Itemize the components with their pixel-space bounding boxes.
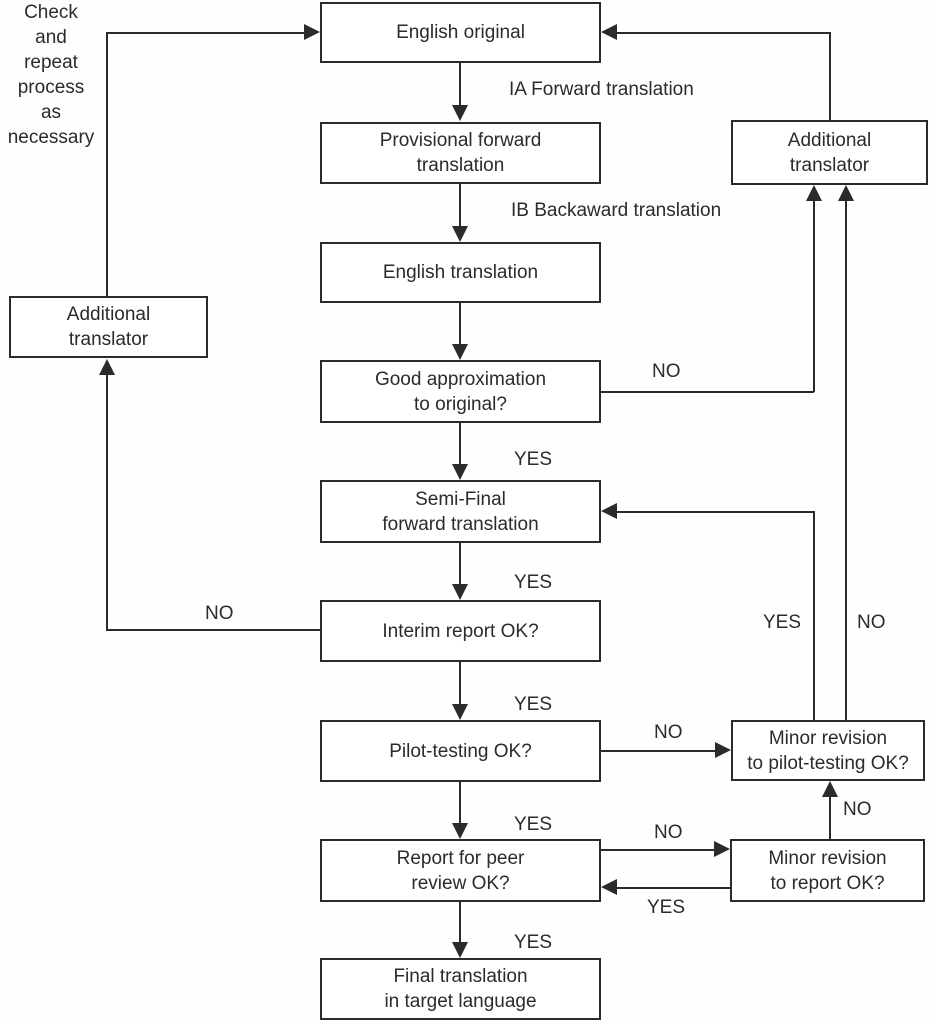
label-yes-pilot-testing: YES — [514, 814, 553, 835]
edge-minor-pilot-yes-vertical-line — [813, 511, 815, 720]
node-pilot-testing-label: Pilot-testing OK? — [389, 740, 532, 762]
node-final-translation: Final translation in target language — [320, 958, 601, 1020]
node-interim-report: Interim report OK? — [320, 600, 601, 662]
edge-minor-report-no-arrowhead — [822, 781, 838, 797]
node-english-original: English original — [320, 2, 601, 63]
edge-additional-right-to-english-original-arrowhead — [601, 24, 617, 40]
node-minor-revision-pilot-testing-label: Minor revision to pilot-testing OK? — [747, 727, 909, 774]
node-good-approximation: Good approximation to original? — [320, 360, 601, 423]
edge-report-peer-to-final-translation-line — [459, 902, 461, 943]
label-no-report-peer: NO — [654, 822, 683, 843]
edge-interim-no-horizontal-line — [106, 629, 320, 631]
label-no-interim-report: NO — [205, 603, 234, 624]
node-minor-revision-report-label: Minor revision to report OK? — [768, 847, 887, 894]
edge-interim-no-arrowhead — [99, 359, 115, 375]
label-yes-interim-report: YES — [514, 694, 553, 715]
label-check-repeat-note: Check and repeat process as necessary — [7, 2, 95, 148]
node-good-approximation-label: Good approximation to original? — [374, 368, 547, 415]
edge-report-peer-to-final-translation-arrowhead — [452, 942, 468, 958]
edge-good-approximation-to-semi-final-line — [459, 423, 461, 465]
edge-provisional-to-english-translation-arrowhead — [452, 226, 468, 242]
edge-additional-right-up-line — [829, 32, 831, 120]
edge-report-no-arrowhead — [714, 841, 730, 857]
edge-good-approximation-no-horizontal-line — [601, 391, 814, 393]
edge-pilot-testing-to-report-peer-line — [459, 782, 461, 824]
edge-english-translation-to-good-approximation-line — [459, 303, 461, 345]
edge-additional-left-to-english-original-arrowhead — [304, 24, 320, 40]
node-final-translation-label: Final translation in target language — [384, 966, 537, 1012]
edge-interim-no-vertical-line — [106, 374, 108, 630]
label-ia-forward-translation: IA Forward translation — [509, 79, 694, 100]
node-interim-report-label: Interim report OK? — [382, 620, 539, 642]
edge-english-translation-to-good-approximation-arrowhead — [452, 344, 468, 360]
edge-interim-report-to-pilot-testing-arrowhead — [452, 704, 468, 720]
label-yes-good-approximation: YES — [514, 449, 553, 470]
edge-minor-report-yes-line — [617, 887, 730, 889]
label-no-minor-revision-pilot: NO — [857, 612, 886, 633]
edge-additional-left-to-english-original-line — [106, 32, 305, 34]
label-yes-minor-revision-report: YES — [647, 897, 686, 918]
node-minor-revision-report: Minor revision to report OK? — [730, 839, 925, 902]
node-provisional-forward-translation: Provisional forward translation — [320, 122, 601, 184]
edge-good-approximation-no-vertical-line — [813, 200, 815, 392]
label-no-minor-revision-report: NO — [843, 799, 872, 820]
edge-minor-pilot-yes-arrowhead — [601, 503, 617, 519]
label-no-good-approximation: NO — [652, 361, 681, 382]
edge-semi-final-to-interim-report-arrowhead — [452, 584, 468, 600]
edge-english-original-to-provisional-line — [459, 63, 461, 106]
node-semi-final-forward-translation: Semi-Final forward translation — [320, 480, 601, 543]
node-additional-translator-right: Additional translator — [731, 120, 928, 185]
node-english-translation: English translation — [320, 242, 601, 303]
node-provisional-forward-translation-label: Provisional forward translation — [379, 130, 542, 176]
edge-good-approximation-no-arrowhead — [806, 185, 822, 201]
edge-report-no-line — [601, 849, 715, 851]
edge-good-approximation-to-semi-final-arrowhead — [452, 464, 468, 480]
node-additional-translator-right-label: Additional translator — [787, 129, 872, 176]
edge-provisional-to-english-translation-line — [459, 184, 461, 226]
node-english-original-label: English original — [396, 22, 525, 43]
edge-minor-report-no-line — [829, 796, 831, 839]
node-additional-translator-left: Additional translator — [9, 296, 208, 358]
node-report-for-peer-review: Report for peer review OK? — [320, 839, 601, 902]
node-semi-final-forward-translation-label: Semi-Final forward translation — [382, 488, 539, 535]
label-yes-minor-revision-pilot: YES — [763, 612, 802, 633]
node-report-for-peer-review-label: Report for peer review OK? — [396, 847, 525, 894]
edge-pilot-no-line — [601, 750, 716, 752]
node-pilot-testing: Pilot-testing OK? — [320, 720, 601, 782]
edge-additional-left-up-line — [106, 32, 108, 296]
label-yes-semi-final: YES — [514, 572, 553, 593]
edge-semi-final-to-interim-report-line — [459, 543, 461, 585]
edge-minor-pilot-yes-horizontal-line — [617, 511, 814, 513]
node-minor-revision-pilot-testing: Minor revision to pilot-testing OK? — [731, 720, 925, 781]
label-ib-backward-translation: IB Backaward translation — [511, 200, 722, 221]
edge-interim-report-to-pilot-testing-line — [459, 662, 461, 705]
edge-minor-report-yes-arrowhead — [601, 879, 617, 895]
edge-additional-right-to-english-original-line — [616, 32, 830, 34]
edge-english-original-to-provisional-arrowhead — [452, 105, 468, 121]
label-no-pilot-testing: NO — [654, 722, 683, 743]
label-yes-report-peer: YES — [514, 932, 553, 953]
edge-pilot-no-arrowhead — [715, 742, 731, 758]
node-additional-translator-left-label: Additional translator — [66, 304, 151, 350]
node-english-translation-label: English translation — [382, 262, 539, 283]
edge-minor-pilot-no-vertical-line — [845, 200, 847, 720]
edge-minor-pilot-no-arrowhead — [838, 185, 854, 201]
edge-pilot-testing-to-report-peer-arrowhead — [452, 823, 468, 839]
